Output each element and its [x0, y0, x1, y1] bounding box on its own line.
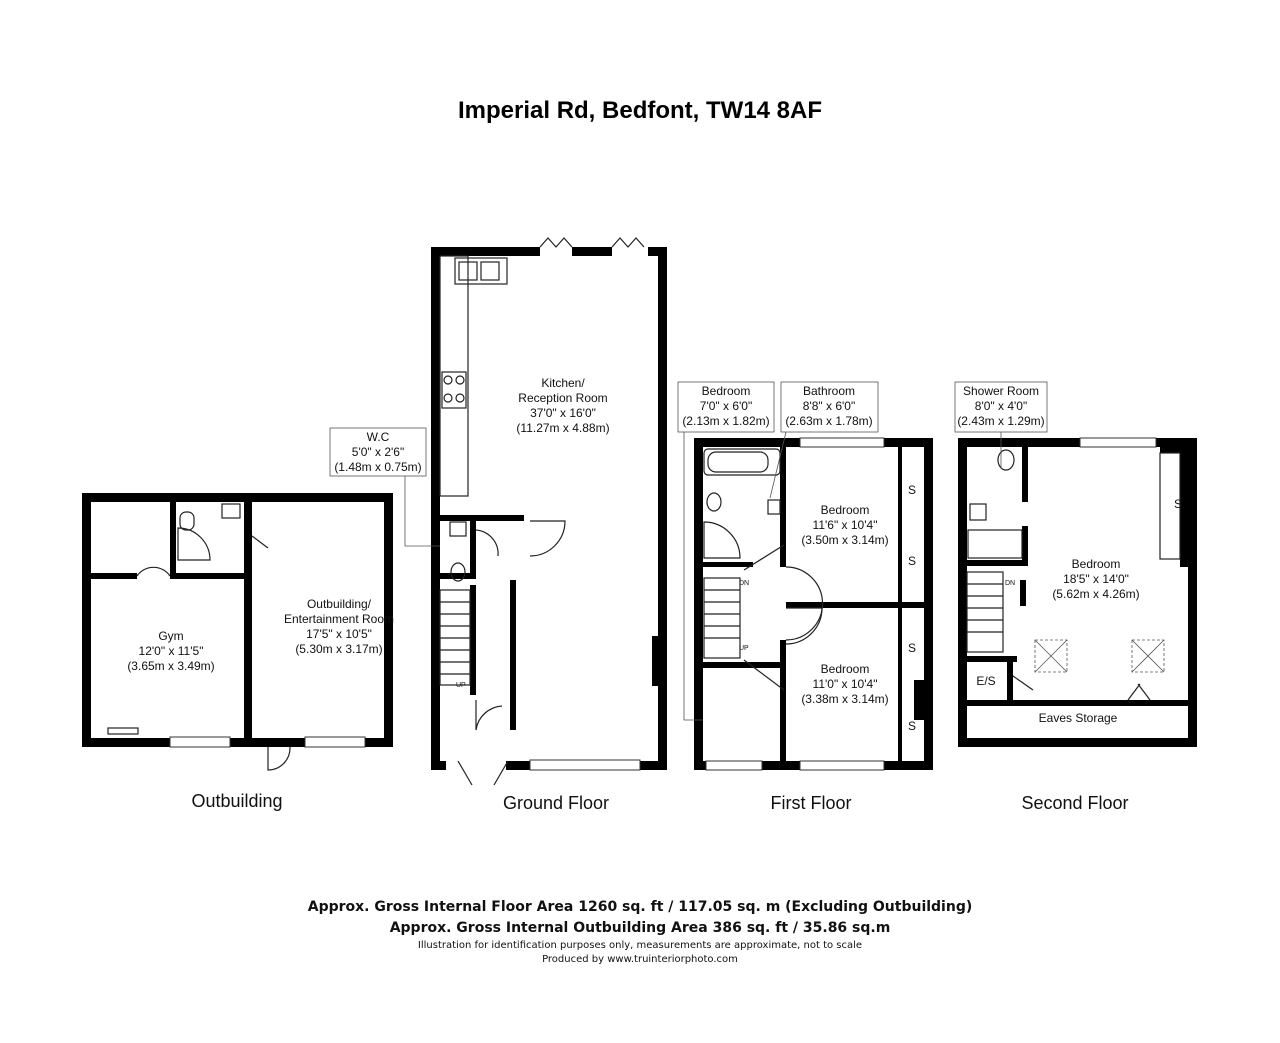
second-floor-storage-marker: S	[1174, 497, 1182, 511]
stairs-up-label: UP	[456, 682, 466, 689]
svg-text:(2.63m x 1.78m): (2.63m x 1.78m)	[785, 414, 872, 428]
svg-text:Entertainment Room: Entertainment Room	[284, 612, 394, 626]
floor-area-text: Approx. Gross Internal Floor Area 1260 s…	[308, 899, 973, 915]
outbuilding-plan	[82, 493, 393, 771]
svg-text:S: S	[908, 554, 916, 568]
ground-floor-plan	[431, 237, 667, 786]
shower-room-label-box: Shower Room 8'0" x 4'0" (2.43m x 1.29m)	[954, 381, 1048, 468]
first-floor-plan	[694, 437, 933, 771]
svg-text:(1.48m x 0.75m): (1.48m x 0.75m)	[334, 460, 421, 474]
bathroom-label-box: Bathroom 8'8" x 6'0" (2.63m x 1.78m)	[769, 381, 879, 499]
svg-text:S: S	[908, 641, 916, 655]
svg-text:11'0" x 10'4": 11'0" x 10'4"	[813, 677, 878, 691]
first-floor-storage-markers: S S S S	[908, 483, 916, 733]
second-floor-plan	[958, 437, 1197, 747]
svg-text:Outbuilding/: Outbuilding/	[307, 597, 372, 611]
svg-text:S: S	[908, 483, 916, 497]
second-floor-caption: Second Floor	[1021, 793, 1128, 813]
svg-text:(11.27m x 4.88m): (11.27m x 4.88m)	[516, 421, 609, 435]
svg-text:Reception Room: Reception Room	[518, 391, 607, 405]
bedroom-top-label: Bedroom 18'5" x 14'0" (5.62m x 4.26m)	[1052, 557, 1139, 601]
svg-text:17'5" x 10'5": 17'5" x 10'5"	[306, 627, 372, 641]
svg-text:(3.50m x 3.14m): (3.50m x 3.14m)	[801, 533, 888, 547]
svg-text:(3.38m x 3.14m): (3.38m x 3.14m)	[801, 692, 888, 706]
svg-text:(2.43m x 1.29m): (2.43m x 1.29m)	[957, 414, 1044, 428]
outbuilding-room-label: Outbuilding/ Entertainment Room 17'5" x …	[284, 597, 394, 656]
first-floor-up-label: UP	[739, 645, 749, 652]
svg-text:12'0" x 11'5": 12'0" x 11'5"	[139, 644, 204, 658]
svg-text:W.C: W.C	[367, 430, 390, 444]
svg-text:5'0" x 2'6": 5'0" x 2'6"	[352, 445, 404, 459]
svg-text:(5.62m x 4.26m): (5.62m x 4.26m)	[1052, 587, 1139, 601]
svg-text:Bedroom: Bedroom	[702, 384, 751, 398]
page-title: Imperial Rd, Bedfont, TW14 8AF	[458, 97, 822, 124]
svg-text:11'6" x 10'4": 11'6" x 10'4"	[813, 518, 878, 532]
ground-floor-caption: Ground Floor	[503, 793, 609, 813]
first-floor-dn-label: DN	[739, 580, 749, 587]
outbuilding-caption: Outbuilding	[191, 791, 282, 811]
svg-text:Kitchen/: Kitchen/	[541, 376, 585, 390]
svg-text:Shower Room: Shower Room	[963, 384, 1039, 398]
gym-label: Gym 12'0" x 11'5" (3.65m x 3.49m)	[127, 629, 214, 673]
producer-credit: Produced by www.truinteriorphoto.com	[542, 954, 738, 965]
bedroom-1-label: Bedroom 11'6" x 10'4" (3.50m x 3.14m)	[801, 503, 888, 547]
svg-text:(2.13m x 1.82m): (2.13m x 1.82m)	[682, 414, 769, 428]
svg-text:Bathroom: Bathroom	[803, 384, 855, 398]
svg-text:Gym: Gym	[158, 629, 183, 643]
es-label: E/S	[976, 674, 995, 688]
svg-text:8'0" x 4'0": 8'0" x 4'0"	[975, 399, 1027, 413]
svg-text:(5.30m x 3.17m): (5.30m x 3.17m)	[295, 642, 382, 656]
first-floor-caption: First Floor	[771, 793, 852, 813]
bedroom-small-label-box: Bedroom 7'0" x 6'0" (2.13m x 1.82m)	[677, 381, 775, 721]
kitchen-label: Kitchen/ Reception Room 37'0" x 16'0" (1…	[516, 376, 609, 435]
svg-text:18'5" x 14'0": 18'5" x 14'0"	[1063, 572, 1129, 586]
bedroom-2-label: Bedroom 11'0" x 10'4" (3.38m x 3.14m)	[801, 662, 888, 706]
eaves-storage-label: Eaves Storage	[1039, 711, 1118, 725]
svg-text:Bedroom: Bedroom	[1072, 557, 1121, 571]
svg-text:7'0" x 6'0": 7'0" x 6'0"	[700, 399, 752, 413]
second-floor-dn-label: DN	[1005, 580, 1015, 587]
svg-text:8'8" x 6'0": 8'8" x 6'0"	[803, 399, 855, 413]
svg-text:Bedroom: Bedroom	[821, 662, 870, 676]
svg-text:(3.65m x 3.49m): (3.65m x 3.49m)	[127, 659, 214, 673]
svg-text:S: S	[908, 719, 916, 733]
outbuilding-area-text: Approx. Gross Internal Outbuilding Area …	[390, 920, 891, 936]
wc-label-box: W.C 5'0" x 2'6" (1.48m x 0.75m)	[329, 427, 440, 547]
svg-text:Bedroom: Bedroom	[821, 503, 870, 517]
svg-text:37'0" x 16'0": 37'0" x 16'0"	[530, 406, 596, 420]
disclaimer-text: Illustration for identification purposes…	[418, 940, 862, 951]
